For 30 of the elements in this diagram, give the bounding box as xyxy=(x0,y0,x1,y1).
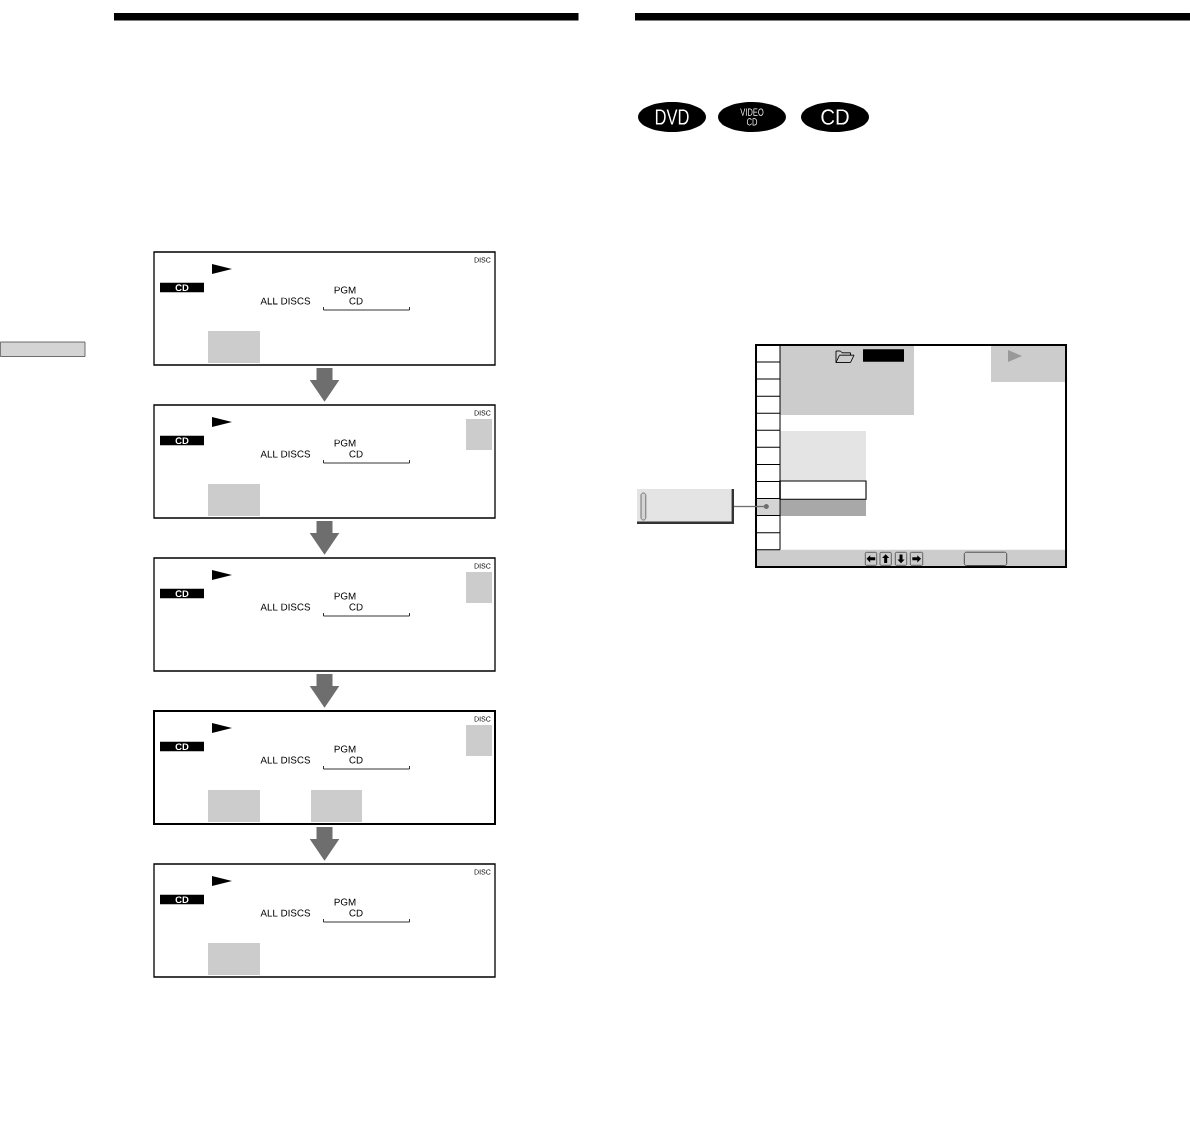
display-text: ALL DISCS xyxy=(260,297,311,305)
display-panel xyxy=(153,863,496,978)
display-text: PGM xyxy=(334,898,356,906)
source-badge: CD xyxy=(160,282,204,293)
display-panel xyxy=(153,710,496,825)
disc-badge: VIDEO CD xyxy=(718,102,786,132)
display-text: CD xyxy=(349,756,363,764)
display-text: ALL DISCS xyxy=(260,909,311,917)
display-text: ALL DISCS xyxy=(260,603,311,611)
display-text: CD xyxy=(349,297,363,305)
display-text: ALL DISCS xyxy=(260,756,311,764)
source-badge: CD xyxy=(160,894,204,905)
display-text: PGM xyxy=(334,439,356,447)
display-panel xyxy=(153,557,496,672)
source-badge: CD xyxy=(160,435,204,446)
callout-box xyxy=(637,489,734,524)
disc-badge: CD xyxy=(801,102,869,132)
display-text: PGM xyxy=(334,745,356,753)
display-panel xyxy=(153,404,496,519)
display-text: CD xyxy=(349,603,363,611)
display-panel xyxy=(153,251,496,366)
display-text: PGM xyxy=(334,286,356,294)
source-badge: CD xyxy=(160,741,204,752)
source-badge: CD xyxy=(160,588,204,599)
display-text: ALL DISCS xyxy=(260,450,311,458)
display-text: CD xyxy=(349,909,363,917)
side-tab xyxy=(0,341,86,357)
display-text: PGM xyxy=(334,592,356,600)
display-text: CD xyxy=(349,450,363,458)
disc-badge: DVD xyxy=(638,102,706,132)
